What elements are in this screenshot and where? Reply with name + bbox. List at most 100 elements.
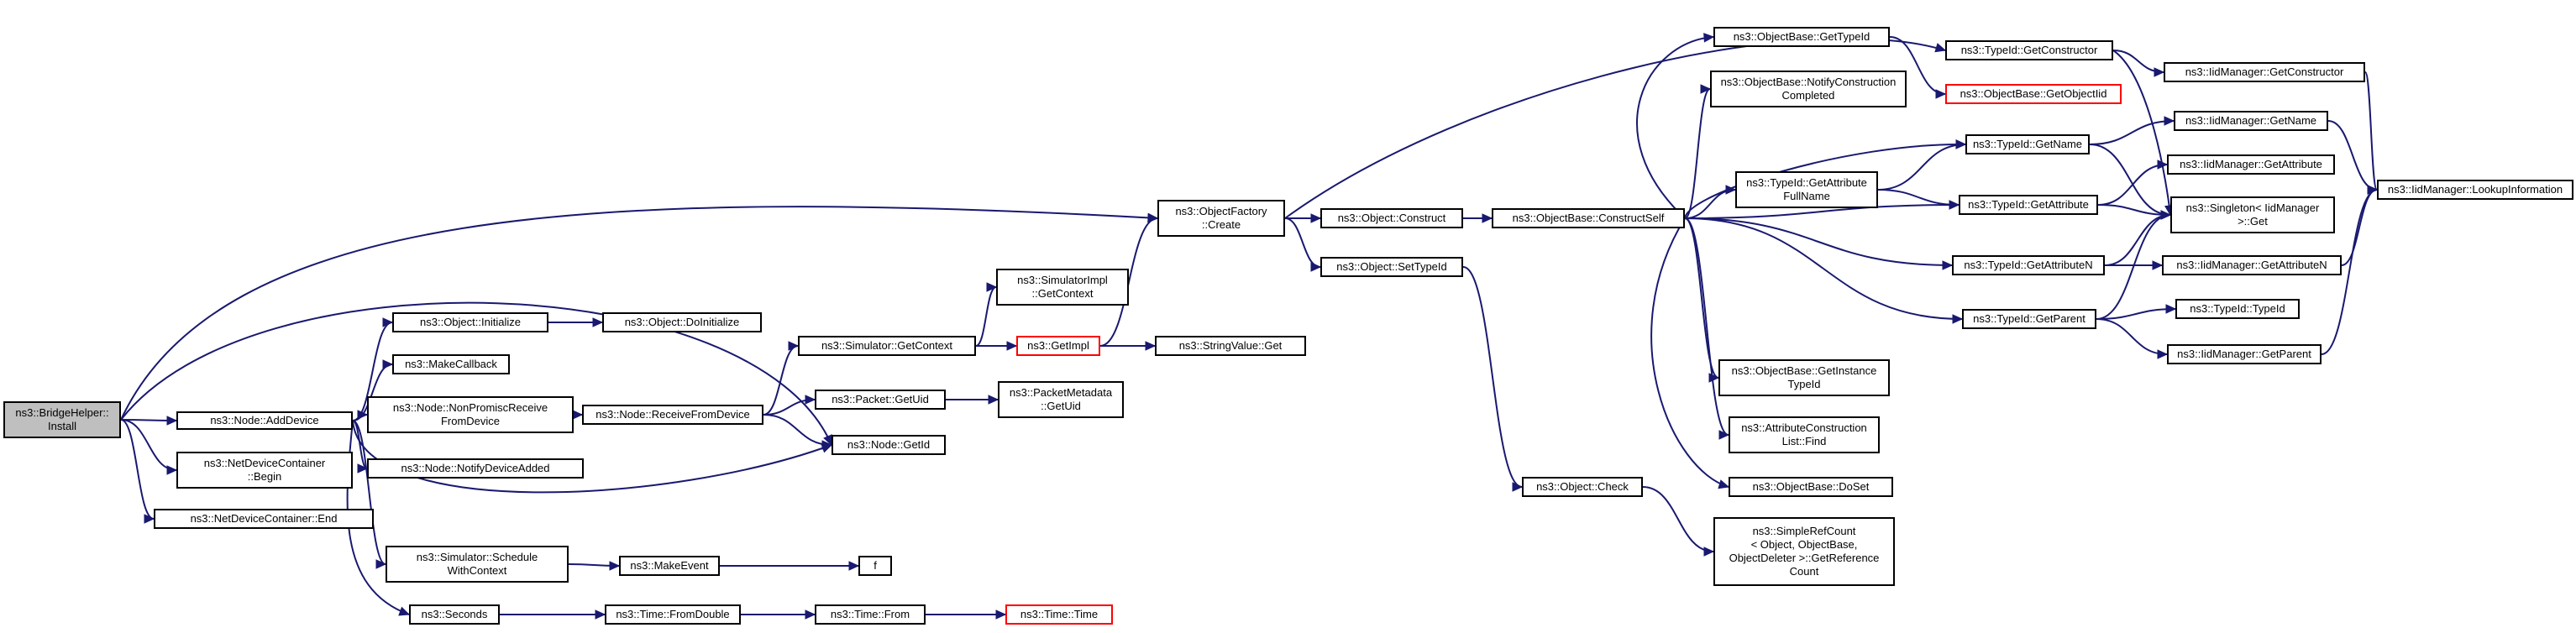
call-edge-arrowhead-objectbase_constructself-to-typeid_getattributen	[1942, 260, 1954, 270]
call-edge-arrowhead-objectfactory_create-to-typeid_getconstructor	[1934, 43, 1947, 53]
node-typeid-getname[interactable]: ns3::TypeId::GetName	[1965, 134, 2090, 154]
node-node-receivefromdevice[interactable]: ns3::Node::ReceiveFromDevice	[582, 405, 763, 425]
call-edge-objectbase_constructself-to-typeid_getattributen	[1684, 217, 1953, 266]
node-getimpl[interactable]: ns3::GetImpl	[1016, 336, 1100, 356]
node-iidmanager-getconstructor[interactable]: ns3::IidManager::GetConstructor	[2164, 62, 2365, 82]
call-edge-node_adddevice-to-node_getid	[352, 420, 832, 494]
call-edge-arrowhead-getimpl-to-stringvalue_get	[1145, 341, 1157, 351]
call-edge-simulator_getcontext-to-simulatorimpl_getcontext	[975, 286, 997, 347]
call-edge-arrowhead-node_receivefromdevice-to-simulator_getcontext	[788, 341, 800, 351]
node-object-doinitialize[interactable]: ns3::Object::DoInitialize	[602, 312, 762, 332]
node-seconds[interactable]: ns3::Seconds	[409, 604, 500, 625]
node-objectbase-getinstancetypeid[interactable]: ns3::ObjectBase::GetInstance TypeId	[1718, 359, 1890, 396]
call-edge-typeid_getattribute-to-singleton_iidmanager_get	[2097, 204, 2171, 216]
node-singleton-iidmanager-get[interactable]: ns3::Singleton< IidManager >::Get	[2170, 196, 2335, 233]
call-edge-bridgehelper_install-to-node_getid	[120, 301, 832, 446]
call-edge-arrowhead-node_adddevice-to-makecallback	[382, 359, 394, 369]
call-edge-iidmanager_getparent-to-iidmanager_lookupinformation	[2321, 189, 2378, 355]
call-edge-arrowhead-node_adddevice-to-node_nonpromiscreceivefromdevice	[357, 410, 369, 420]
call-edge-typeid_getparent-to-typeid_typeid	[2096, 308, 2176, 320]
call-edge-objectbase_constructself-to-attributeconstructionlist_find	[1684, 217, 1729, 436]
node-simplerefcount-getreferencecount[interactable]: ns3::SimpleRefCount < Object, ObjectBase…	[1713, 517, 1895, 586]
node-node-notifydeviceadded[interactable]: ns3::Node::NotifyDeviceAdded	[367, 458, 584, 479]
node-object-construct[interactable]: ns3::Object::Construct	[1320, 208, 1463, 228]
node-iidmanager-getname[interactable]: ns3::IidManager::GetName	[2174, 111, 2328, 131]
call-edge-arrowhead-bridgehelper_install-to-netdevicecontainer_end	[144, 514, 155, 524]
call-edge-objectbase_constructself-to-typeid_getparent	[1684, 217, 1963, 320]
call-edge-arrowhead-object_check-to-simplerefcount_getreferencecount	[1703, 547, 1715, 557]
call-edge-arrowhead-seconds-to-time_fromdouble	[595, 609, 606, 620]
node-iidmanager-getattribute[interactable]: ns3::IidManager::GetAttribute	[2167, 154, 2335, 175]
node-objectbase-doset[interactable]: ns3::ObjectBase::DoSet	[1729, 477, 1893, 497]
node-iidmanager-lookupinformation[interactable]: ns3::IidManager::LookupInformation	[2377, 180, 2573, 200]
call-edge-arrowhead-typeid_getparent-to-singleton_iidmanager_get	[2160, 210, 2172, 220]
node-objectbase-constructself[interactable]: ns3::ObjectBase::ConstructSelf	[1492, 208, 1685, 228]
call-edge-arrowhead-typeid_getname-to-iidmanager_getname	[2164, 116, 2175, 126]
node-typeid-getattributefullname[interactable]: ns3::TypeId::GetAttribute FullName	[1735, 171, 1878, 208]
call-edge-bridgehelper_install-to-netdevicecontainer_begin	[120, 419, 177, 471]
node-object-check[interactable]: ns3::Object::Check	[1522, 477, 1643, 497]
call-edge-typeid_getparent-to-iidmanager_getparent	[2096, 318, 2168, 355]
call-edge-arrowhead-node_adddevice-to-simulator_schedulewithcontext	[375, 559, 387, 569]
node-typeid-getattributen[interactable]: ns3::TypeId::GetAttributeN	[1952, 255, 2105, 275]
call-edge-arrowhead-typeid_getattributefullname-to-typeid_getattribute	[1949, 200, 1960, 210]
node-time-fromdouble[interactable]: ns3::Time::FromDouble	[605, 604, 741, 625]
call-edge-iidmanager_getname-to-iidmanager_lookupinformation	[2327, 120, 2378, 191]
node-netdevicecontainer-end[interactable]: ns3::NetDeviceContainer::End	[154, 509, 374, 529]
node-time-from[interactable]: ns3::Time::From	[815, 604, 926, 625]
call-edge-arrowhead-typeid_getparent-to-typeid_typeid	[2165, 304, 2177, 314]
node-stringvalue-get[interactable]: ns3::StringValue::Get	[1155, 336, 1306, 356]
call-edge-iidmanager_getconstructor-to-iidmanager_lookupinformation	[2364, 71, 2378, 191]
call-edge-arrowhead-simulator_getcontext-to-simulatorimpl_getcontext	[986, 282, 998, 292]
node-objectfactory-create[interactable]: ns3::ObjectFactory ::Create	[1157, 200, 1285, 237]
node-typeid-getconstructor[interactable]: ns3::TypeId::GetConstructor	[1945, 40, 2113, 60]
call-edge-arrowhead-packet_getuid-to-packetmetadata_getuid	[988, 395, 999, 405]
node-node-nonpromiscreceivefromdevice[interactable]: ns3::Node::NonPromiscReceive FromDevice	[367, 396, 574, 433]
call-edge-arrowhead-object_construct-to-objectbase_constructself	[1482, 213, 1493, 223]
call-edge-typeid_getparent-to-singleton_iidmanager_get	[2096, 214, 2171, 320]
node-objectbase-gettypeid[interactable]: ns3::ObjectBase::GetTypeId	[1713, 27, 1890, 47]
call-edge-typeid_getname-to-singleton_iidmanager_get	[2089, 144, 2171, 216]
call-edge-arrowhead-bridgehelper_install-to-node_adddevice	[166, 416, 178, 426]
node-simulatorimpl-getcontext[interactable]: ns3::SimulatorImpl ::GetContext	[996, 269, 1129, 306]
call-edge-arrowhead-getimpl-to-objectfactory_create	[1147, 213, 1159, 223]
node-packet-getuid[interactable]: ns3::Packet::GetUid	[815, 390, 946, 410]
call-edge-arrowhead-objectbase_constructself-to-objectbase_getinstancetypeid	[1708, 373, 1720, 383]
node-objectbase-notifyconstructioncompleted[interactable]: ns3::ObjectBase::NotifyConstruction Comp…	[1710, 71, 1907, 107]
node-makecallback[interactable]: ns3::MakeCallback	[392, 354, 510, 374]
call-edge-objectbase_constructself-to-objectbase_doset	[1650, 217, 1729, 488]
node-object-initialize[interactable]: ns3::Object::Initialize	[392, 312, 548, 332]
node-typeid-getparent[interactable]: ns3::TypeId::GetParent	[1962, 309, 2096, 329]
call-edge-arrowhead-node_adddevice-to-node_notifydeviceadded	[357, 463, 369, 473]
call-edge-object_settypeid-to-object_check	[1462, 266, 1523, 488]
call-edge-arrowhead-objectbase_constructself-to-attributeconstructionlist_find	[1718, 430, 1730, 440]
node-iidmanager-getparent[interactable]: ns3::IidManager::GetParent	[2167, 344, 2322, 364]
call-edge-arrowhead-time_fromdouble-to-time_from	[805, 609, 816, 620]
call-edge-typeid_getconstructor-to-singleton_iidmanager_get	[2112, 50, 2171, 216]
node-packetmetadata-getuid[interactable]: ns3::PacketMetadata ::GetUid	[998, 381, 1124, 418]
node-objectbase-getobjectiid[interactable]: ns3::ObjectBase::GetObjectIid	[1945, 84, 2122, 104]
node-object-settypeid[interactable]: ns3::Object::SetTypeId	[1320, 257, 1463, 277]
node-iidmanager-getattributen[interactable]: ns3::IidManager::GetAttributeN	[2162, 255, 2342, 275]
call-edge-arrowhead-makeevent-to-f	[848, 561, 860, 571]
node-typeid-typeid[interactable]: ns3::TypeId::TypeId	[2175, 299, 2300, 319]
node-node-adddevice[interactable]: ns3::Node::AddDevice	[176, 411, 353, 430]
node-node-getid[interactable]: ns3::Node::GetId	[832, 435, 946, 455]
node-netdevicecontainer-begin[interactable]: ns3::NetDeviceContainer ::Begin	[176, 452, 353, 489]
call-edge-arrowhead-bridgehelper_install-to-netdevicecontainer_begin	[166, 465, 178, 475]
call-edge-typeid_getname-to-iidmanager_getname	[2089, 120, 2175, 145]
call-edge-objectbase_constructself-to-objectbase_getinstancetypeid	[1684, 217, 1719, 379]
call-edge-arrowhead-objectfactory_create-to-object_settypeid	[1310, 262, 1322, 272]
node-makeevent[interactable]: ns3::MakeEvent	[619, 556, 720, 576]
node-simulator-getcontext[interactable]: ns3::Simulator::GetContext	[798, 336, 976, 356]
node-time-time[interactable]: ns3::Time::Time	[1005, 604, 1113, 625]
node-typeid-getattribute[interactable]: ns3::TypeId::GetAttribute	[1959, 195, 2098, 215]
node-simulator-schedulewithcontext[interactable]: ns3::Simulator::Schedule WithContext	[386, 546, 569, 583]
node-f[interactable]: f	[858, 556, 892, 576]
node-attributeconstructionlist-find[interactable]: ns3::AttributeConstruction List::Find	[1729, 416, 1880, 453]
call-edge-objectfactory_create-to-object_settypeid	[1284, 217, 1321, 268]
node-bridgehelper-install: ns3::BridgeHelper:: Install	[3, 401, 121, 438]
call-edge-node_adddevice-to-simulator_schedulewithcontext	[352, 420, 386, 565]
call-edge-getimpl-to-objectfactory_create	[1099, 217, 1158, 347]
